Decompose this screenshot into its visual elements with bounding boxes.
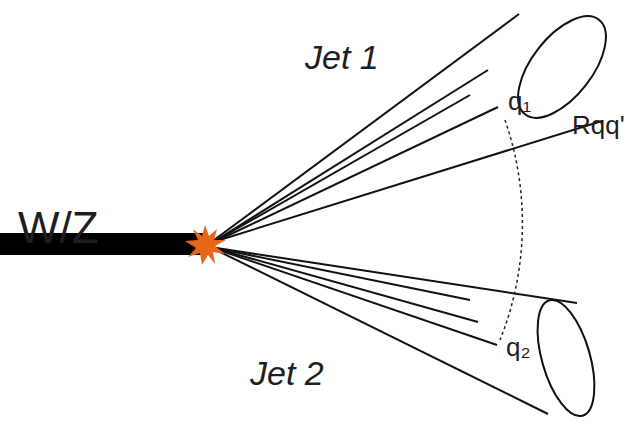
separation-label: Rqq' [572,112,625,138]
jet-label: Jet 2 [250,356,324,390]
quark-label: q₁ [508,88,531,114]
jet-1-cone [210,1,623,244]
vertex-starburst [185,225,226,265]
jet-2-cone [210,247,606,422]
jet-label: Jet 1 [305,40,379,74]
quark-label: q₂ [506,334,531,360]
boson-label: W/Z [18,206,99,250]
separation-arc [500,120,522,340]
